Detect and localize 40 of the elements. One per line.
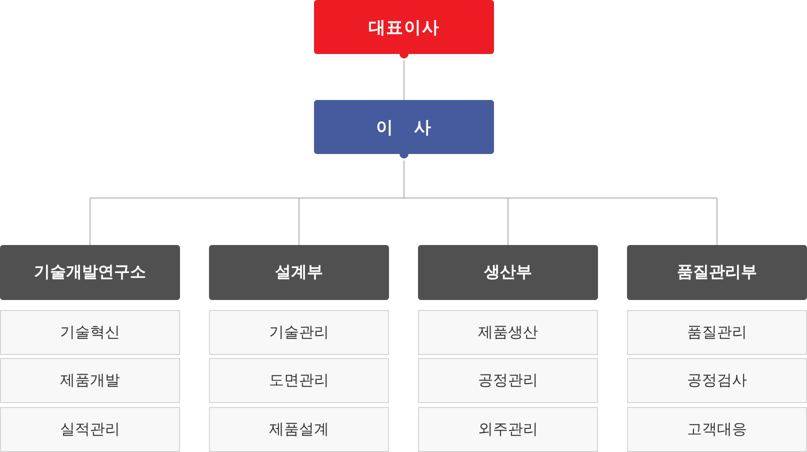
department-box bbox=[209, 245, 389, 300]
task-box bbox=[418, 310, 598, 355]
connector-line bbox=[90, 153, 718, 198]
task-name: 공정검사 bbox=[687, 371, 747, 390]
task-name: 도면관리 bbox=[269, 371, 329, 390]
department-name: 설계부 bbox=[275, 262, 323, 283]
task-box bbox=[209, 310, 389, 355]
position-box bbox=[314, 100, 494, 154]
task-name: 공정관리 bbox=[478, 371, 538, 390]
connector-line bbox=[398, 53, 410, 100]
connector-line bbox=[298, 198, 300, 246]
task-box bbox=[627, 310, 807, 355]
connector-line bbox=[716, 198, 718, 246]
task-box bbox=[418, 407, 598, 452]
task-box bbox=[418, 358, 598, 403]
task-box bbox=[0, 358, 180, 403]
position-box bbox=[314, 0, 494, 54]
task-name: 제품생산 bbox=[478, 323, 538, 342]
task-box bbox=[0, 407, 180, 452]
department-box bbox=[418, 245, 598, 300]
task-name: 품질관리 bbox=[687, 323, 747, 342]
task-name: 제품설계 bbox=[269, 420, 329, 439]
department-name: 기술개발연구소 bbox=[34, 262, 146, 283]
task-box bbox=[627, 358, 807, 403]
department-box bbox=[0, 245, 180, 300]
department-name: 생산부 bbox=[484, 262, 532, 283]
task-box bbox=[0, 310, 180, 355]
position-title: 이 사 bbox=[376, 116, 432, 138]
task-name: 외주관리 bbox=[478, 420, 538, 439]
task-name: 제품개발 bbox=[60, 371, 120, 390]
task-box bbox=[209, 358, 389, 403]
position-title: 대표이사 bbox=[368, 16, 440, 38]
department-name: 품질관리부 bbox=[677, 262, 757, 283]
task-name: 실적관리 bbox=[60, 420, 120, 439]
department-box bbox=[627, 245, 807, 300]
task-name: 기술관리 bbox=[269, 323, 329, 342]
task-box bbox=[209, 407, 389, 452]
task-box bbox=[627, 407, 807, 452]
task-name: 기술혁신 bbox=[60, 323, 120, 342]
task-name: 고객대응 bbox=[687, 420, 747, 439]
